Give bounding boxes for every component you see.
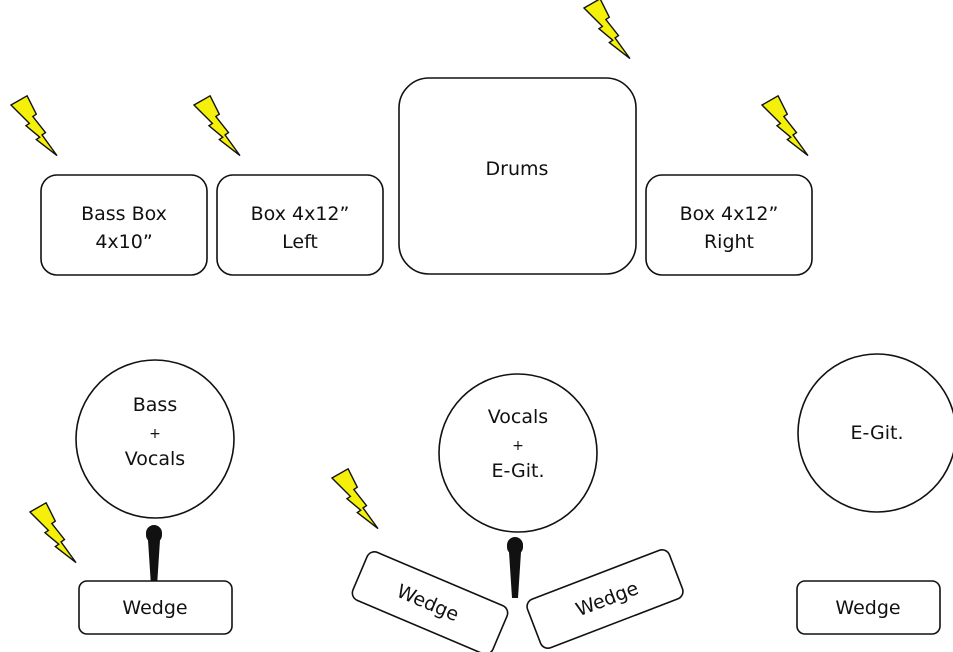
wedge-left-label: Wedge bbox=[122, 597, 187, 619]
position-center-vocals-egit: Vocals + E-Git. bbox=[438, 373, 598, 533]
microphone-icon bbox=[507, 537, 523, 598]
wedge-center-left: Wedge bbox=[351, 551, 509, 652]
position-left-line1: Bass bbox=[133, 394, 177, 416]
wedge-right: Wedge bbox=[796, 580, 941, 635]
drums-label: Drums bbox=[486, 158, 549, 180]
wedge-center-right: Wedge bbox=[526, 549, 684, 649]
wedge-right-label: Wedge bbox=[835, 597, 900, 619]
microphone-icon bbox=[146, 525, 162, 586]
bass-box-label-line2: 4x10” bbox=[95, 231, 152, 253]
position-right-egit: E-Git. bbox=[797, 353, 953, 513]
box-left-amp: Box 4x12” Left bbox=[216, 174, 384, 276]
power-bolt-icon bbox=[583, 0, 631, 60]
position-left-bass-vocals: Bass + Vocals bbox=[75, 359, 235, 519]
power-bolt-icon bbox=[761, 95, 809, 157]
power-bolt-icon bbox=[331, 468, 379, 530]
power-bolt-icon bbox=[29, 502, 77, 564]
box-left-label-line1: Box 4x12” bbox=[251, 203, 350, 225]
power-bolt-icon bbox=[10, 95, 58, 157]
bass-box-amp: Bass Box 4x10” bbox=[40, 174, 208, 276]
wedge-left: Wedge bbox=[78, 580, 233, 635]
power-bolt-icon bbox=[193, 95, 241, 157]
position-left-line2: + bbox=[149, 426, 161, 442]
position-center-line1: Vocals bbox=[488, 406, 548, 428]
bass-box-label-line1: Bass Box bbox=[81, 203, 167, 225]
position-right-line1: E-Git. bbox=[850, 422, 903, 444]
box-right-label-line1: Box 4x12” bbox=[680, 203, 779, 225]
drums-riser: Drums bbox=[398, 77, 637, 275]
position-center-line3: E-Git. bbox=[491, 460, 544, 482]
position-center-line2: + bbox=[512, 438, 524, 454]
box-right-label-line2: Right bbox=[704, 231, 754, 253]
position-left-line3: Vocals bbox=[125, 448, 185, 470]
box-right-amp: Box 4x12” Right bbox=[645, 174, 813, 276]
box-left-label-line2: Left bbox=[282, 231, 318, 253]
